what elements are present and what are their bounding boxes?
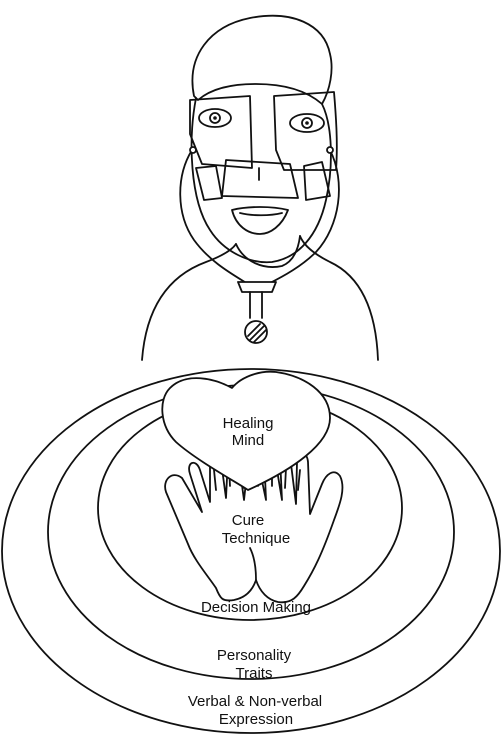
doctor-hair — [192, 16, 331, 104]
hands-label-line1: Cure — [232, 512, 265, 529]
personality-label-line2: Traits — [236, 665, 273, 682]
right-cheek-patch — [304, 162, 330, 200]
stethoscope-yoke — [238, 282, 276, 292]
heart-label-line1: Healing — [223, 415, 274, 432]
left-pupil-center — [213, 116, 217, 120]
left-cheek-patch — [196, 166, 222, 200]
decision-making-label: Decision Making — [201, 599, 311, 616]
stethoscope-earpiece-left — [190, 147, 196, 153]
doctor-illustration — [142, 16, 378, 360]
heart-label-line2: Mind — [232, 432, 265, 449]
teeth — [240, 213, 282, 215]
mouth — [232, 207, 288, 234]
stethoscope-stem — [250, 292, 262, 318]
stethoscope-tube-left — [180, 150, 248, 284]
stethoscope-earpiece-right — [327, 147, 333, 153]
personality-label-line1: Personality — [217, 647, 292, 664]
hands-label-line2: Technique — [222, 530, 290, 547]
right-eye-patch — [274, 92, 337, 170]
expression-label-line1: Verbal & Non-verbal — [188, 693, 322, 710]
expression-label-line2: Expression — [219, 711, 293, 728]
left-eye-patch — [190, 96, 252, 168]
right-pupil-center — [305, 121, 309, 125]
